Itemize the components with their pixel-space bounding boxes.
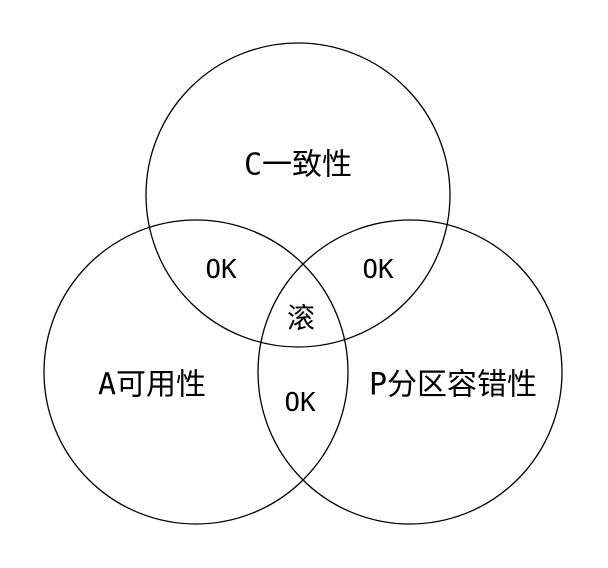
overlap-all-label: 滚 bbox=[287, 302, 315, 335]
set-c-label: C一致性 bbox=[244, 148, 352, 183]
overlap-a-p-label: OK bbox=[284, 388, 316, 418]
set-p-label: P分区容错性 bbox=[369, 368, 537, 403]
set-a-label: A可用性 bbox=[98, 368, 206, 403]
overlap-c-p-label: OK bbox=[362, 255, 394, 285]
set-c-circle bbox=[145, 42, 451, 348]
overlap-c-a-label: OK bbox=[205, 255, 237, 285]
set-a-circle bbox=[43, 219, 349, 525]
set-p-circle bbox=[257, 219, 563, 525]
